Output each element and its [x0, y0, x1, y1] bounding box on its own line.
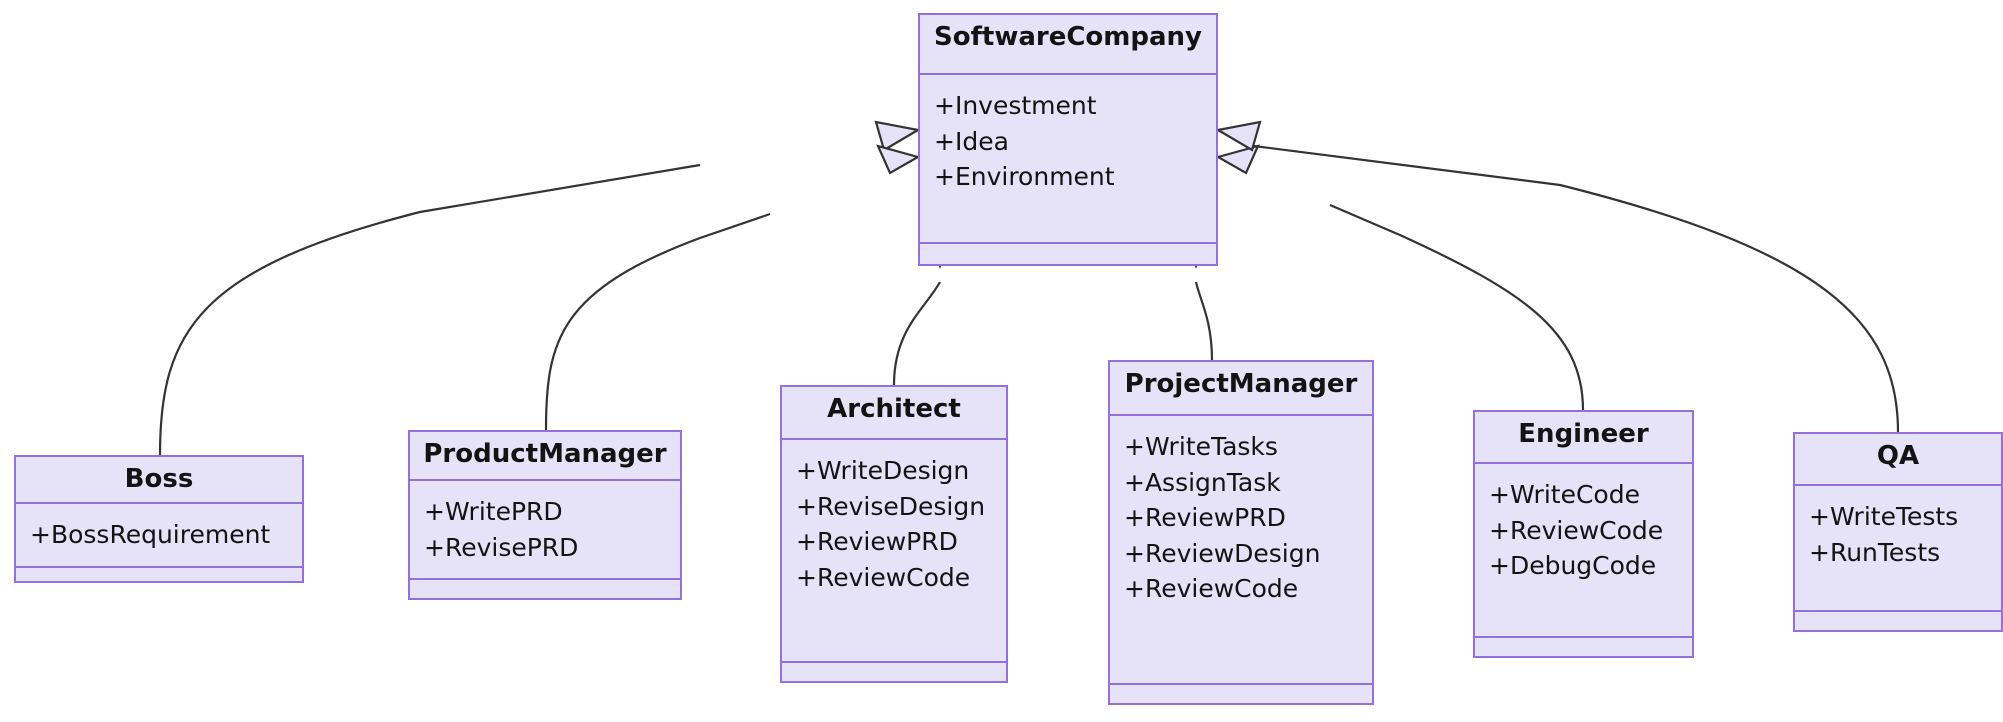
class-attributes-productmanager: +WritePRD +RevisePRD: [410, 481, 680, 580]
class-attributes-qa: +WriteTests +RunTests: [1795, 486, 2001, 612]
class-attribute: +ReviewDesign: [1124, 538, 1321, 568]
class-attribute: +Environment: [934, 162, 1115, 191]
class-methods-architect: [782, 663, 1006, 681]
class-attribute: +AssignTask: [1124, 467, 1281, 497]
class-attribute: +WriteTests: [1809, 502, 1959, 531]
class-attribute: +ReviewCode: [796, 562, 971, 592]
class-attribute: +BossRequirement: [30, 520, 271, 549]
class-attributes-engineer: +WriteCode +ReviewCode +DebugCode: [1475, 464, 1692, 638]
class-attribute: +ReviewPRD: [796, 527, 958, 556]
class-attribute: +WriteTasks: [1124, 432, 1278, 461]
class-name-engineer: Engineer: [1475, 412, 1692, 464]
class-box-qa[interactable]: QA +WriteTests +RunTests: [1793, 432, 2003, 632]
edge-architect: [892, 281, 941, 386]
class-name-boss: Boss: [16, 457, 302, 504]
class-attributes-boss: +BossRequirement: [16, 504, 302, 568]
class-box-projectmanager[interactable]: ProjectManager +WriteTasks +AssignTask +Rev…: [1108, 360, 1374, 705]
edge-projectmanager: [1194, 281, 1214, 361]
class-attribute: +WriteCode: [1489, 480, 1640, 509]
class-attributes-projectmanager: +WriteTasks +AssignTask +ReviewPRD +ReviewD…: [1110, 416, 1372, 685]
class-attribute: +ReviewCode: [1489, 515, 1664, 545]
class-attribute: +ReviseDesign: [796, 491, 986, 521]
class-name-architect: Architect: [782, 387, 1006, 440]
class-attribute: +WriteDesign: [796, 456, 970, 485]
edge-boss: [158, 163, 701, 456]
class-methods-qa: [1795, 612, 2001, 630]
class-name-softwarecompany: SoftwareCompany: [920, 15, 1216, 75]
arrowhead-boss: [874, 120, 922, 152]
class-methods-softwarecompany: [920, 244, 1216, 264]
class-attribute: +RunTests: [1809, 537, 1941, 567]
class-attribute: +Idea: [934, 126, 1009, 156]
class-attribute: +ReviewPRD: [1124, 503, 1286, 532]
class-methods-boss: [16, 568, 302, 586]
arrowhead-qa: [1214, 120, 1262, 152]
edge-productmanager: [544, 212, 771, 431]
class-attribute: +WritePRD: [424, 497, 563, 526]
class-name-projectmanager: ProjectManager: [1110, 362, 1372, 416]
class-methods-productmanager: [410, 580, 680, 598]
class-box-softwarecompany[interactable]: SoftwareCompany +Investment +Idea +Environm…: [918, 13, 1218, 266]
class-box-engineer[interactable]: Engineer +WriteCode +ReviewCode +DebugCode: [1473, 410, 1694, 658]
class-attribute: +ReviewCode: [1124, 574, 1299, 603]
class-box-architect[interactable]: Architect +WriteDesign +ReviseDesign +Revie…: [780, 385, 1008, 683]
class-box-productmanager[interactable]: ProductManager +WritePRD +RevisePRD: [408, 430, 682, 600]
class-attribute: +Investment: [934, 91, 1097, 120]
class-attributes-architect: +WriteDesign +ReviseDesign +ReviewPRD +Revi…: [782, 440, 1006, 663]
class-attributes-softwarecompany: +Investment +Idea +Environment: [920, 75, 1216, 244]
class-attribute: +DebugCode: [1489, 551, 1657, 580]
class-methods-projectmanager: [1110, 685, 1372, 703]
arrowhead-productmanager: [876, 144, 921, 175]
class-attribute: +RevisePRD: [424, 532, 579, 562]
class-methods-engineer: [1475, 638, 1692, 656]
class-name-productmanager: ProductManager: [410, 432, 680, 481]
class-name-qa: QA: [1795, 434, 2001, 486]
class-box-boss[interactable]: Boss +BossRequirement: [14, 455, 304, 583]
arrowhead-engineer: [1215, 144, 1260, 175]
